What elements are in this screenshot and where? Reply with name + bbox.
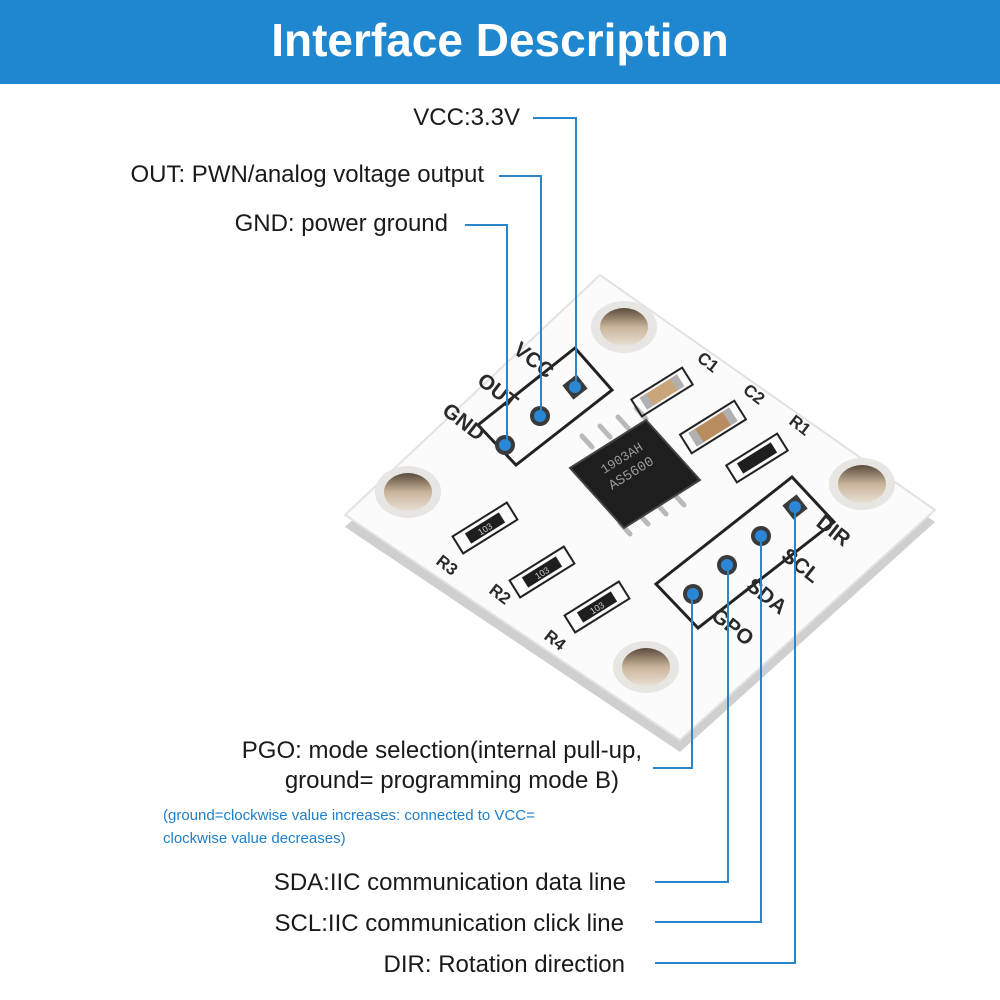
leader-sda [655,565,729,883]
label-vcc: VCC:3.3V [413,104,520,131]
mounting-holes [375,301,895,693]
leader-scl [655,536,762,923]
label-out: OUT: PWN/analog voltage output [130,161,484,188]
label-scl: SCL:IIC communication click line [274,910,624,937]
leader-vcc [533,117,577,387]
leader-lines [465,117,796,964]
leader-pgo [653,594,693,769]
header-bar: Interface Description [0,0,1000,84]
label-sda: SDA:IIC communication data line [273,869,626,896]
label-pgo-line1: PGO: mode selection(internal pull-up, [241,737,642,764]
as5600-chip: AS5600 1903AH [568,405,702,537]
label-pgo-note-line1: (ground=clockwise value increases: conne… [163,807,535,824]
label-pgo-note-line2: clockwise value decreases) [163,830,346,847]
label-dir: DIR: Rotation direction [383,951,625,978]
leader-gnd [465,224,508,445]
label-pgo-line2: ground= programming mode B) [284,767,619,794]
label-gnd: GND: power ground [234,210,448,237]
page-title: Interface Description [271,14,729,66]
leader-out [499,175,542,416]
leader-dir [655,507,796,964]
